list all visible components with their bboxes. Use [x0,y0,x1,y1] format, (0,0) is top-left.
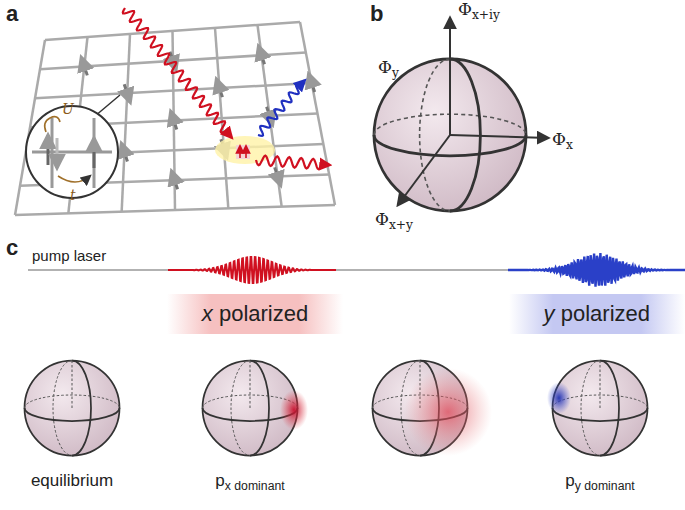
band-label: x polarized [202,301,308,327]
band-label: y polarized [544,301,650,327]
interaction-label: U [62,102,74,117]
panel-letter: a [6,2,18,26]
axis-label: Φx [552,130,573,153]
state-label: equilibrium [31,472,113,491]
panel-letter: c [6,236,18,260]
panel-letter: b [370,2,383,26]
state-label: py dominant [565,472,634,494]
polarization-band: x polarized [167,294,343,334]
state-label: px dominant [215,472,284,494]
pulse-label: pump laser [32,248,106,265]
axis-label: Φy [378,58,399,81]
axis-label: Φx+iy [458,0,500,23]
hopping-label: t [70,188,76,203]
axis-label: Φx+y [375,210,413,233]
polarization-band: y polarized [509,294,685,334]
